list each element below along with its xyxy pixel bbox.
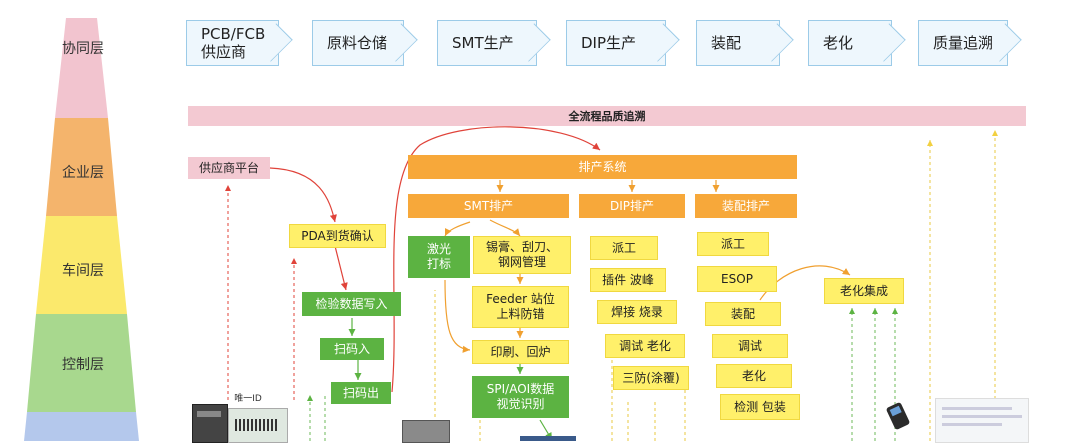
solder-paste-management: 锡膏、刮刀、 钢网管理 [473, 236, 571, 274]
scan-out: 扫码出 [331, 382, 391, 404]
traceability-screen-image [935, 398, 1029, 443]
spi-machine-image [520, 436, 576, 441]
assembly-esop: ESOP [697, 266, 777, 292]
tier-label-collaboration: 协同层 [62, 41, 104, 57]
dip-insert-wave: 插件 波峰 [590, 268, 666, 292]
printing-reflow: 印刷、回炉 [472, 340, 569, 364]
assembly-debug: 调试 [712, 334, 788, 358]
process-step-aging: 老化 [808, 20, 892, 66]
tier-device [24, 412, 139, 441]
assembly-aging: 老化 [716, 364, 792, 388]
scheduling-system: 排产系统 [408, 155, 797, 179]
assembly-scheduling-header: 装配排产 [695, 194, 797, 218]
process-step-warehouse: 原料仓储 [312, 20, 404, 66]
dip-solder-burn: 焊接 烧录 [597, 300, 677, 324]
arrow-smt-to-laser [444, 221, 471, 237]
tier-label-control: 控制层 [62, 357, 104, 373]
dip-scheduling-header: DIP排产 [579, 194, 685, 218]
tier-control [27, 314, 136, 412]
dip-debug-aging: 调试 老化 [605, 334, 685, 358]
laser-marking: 激光 打标 [408, 236, 470, 278]
supplier-platform: 供应商平台 [188, 157, 270, 179]
laser-machine-image [402, 420, 450, 443]
dip-conformal-coating: 三防(涂覆) [613, 366, 689, 390]
process-step-assembly: 装配 [696, 20, 780, 66]
arrow-supplier-to-pda [269, 167, 337, 223]
scan-in: 扫码入 [320, 338, 384, 360]
process-step-traceability: 质量追溯 [918, 20, 1008, 66]
process-step-smt: SMT生产 [437, 20, 537, 66]
pyramid-graphic [24, 18, 139, 441]
assembly-dispatch: 派工 [697, 232, 769, 256]
label-printer-image [192, 404, 228, 443]
arrow-smt-to-paste [489, 219, 521, 237]
process-step-dip: DIP生产 [566, 20, 666, 66]
arrow-laser-to-printing [444, 279, 471, 353]
tier-workshop [36, 216, 127, 314]
feeder-loading-errorproof: Feeder 站位 上料防错 [472, 286, 569, 328]
spi-aoi-vision: SPI/AOI数据 视觉识别 [472, 376, 569, 418]
traceability-banner: 全流程品质追溯 [188, 106, 1026, 126]
tier-enterprise [46, 118, 117, 216]
tier-label-enterprise: 企业层 [62, 165, 104, 181]
pda-arrival-confirm: PDA到货确认 [289, 224, 386, 248]
smt-scheduling-header: SMT排产 [408, 194, 569, 218]
aging-integration: 老化集成 [824, 278, 904, 304]
tier-collaboration [55, 18, 108, 118]
arrow-pda-to-inspection [334, 245, 348, 291]
unique-id-label: 唯一ID [234, 393, 262, 404]
process-step-supplier: PCB/FCB 供应商 [186, 20, 279, 66]
tier-label-workshop: 车间层 [62, 263, 104, 279]
assembly-test-pack: 检测 包装 [720, 394, 800, 420]
assembly-assemble: 装配 [705, 302, 781, 326]
dip-dispatch: 派工 [590, 236, 658, 260]
barcode-label-image [228, 408, 288, 443]
inspection-data-write: 检验数据写入 [302, 292, 401, 316]
